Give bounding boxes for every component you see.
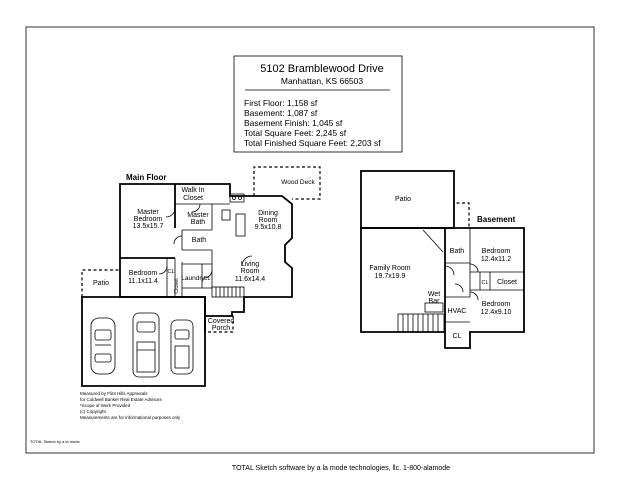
title-box [233, 55, 403, 153]
door-swing [203, 269, 213, 279]
laundry-label: Laundry [181, 275, 205, 282]
master-bedroom-label: Master [137, 209, 159, 216]
stat-basement-finish: Basement Finish: 1,045 sf [244, 118, 343, 128]
hvac-label: HVAC [448, 308, 467, 315]
basement-stairs [397, 313, 445, 333]
bedroom-dims: 11.1x11.4 [128, 278, 158, 285]
note-line: Measured by Flint Hills Appraisals [80, 391, 148, 396]
note-line: *Scope of Work Provided [80, 403, 131, 408]
dining-room-label: Dining [258, 210, 278, 217]
stat-total-finished-sf: Total Finished Square Feet: 2,203 sf [244, 138, 381, 148]
door-swing [444, 265, 455, 276]
covered-porch-label: Porch [212, 325, 230, 332]
wood-deck-outline [253, 166, 321, 200]
basement-outline [360, 227, 525, 349]
small-credit: TOTAL Sketch by a la mode [30, 439, 81, 444]
door-swing [191, 203, 201, 213]
closet-label: Closet [174, 278, 180, 294]
door-swing [469, 263, 479, 273]
main-floor-plan: Main Floor Wood Deck [81, 166, 321, 387]
door-swing [158, 265, 168, 275]
master-bedroom-dims: 13.5x15.7 [133, 223, 164, 230]
kitchen-island [235, 213, 246, 237]
living-room-dims: 11.6x14.4 [235, 276, 265, 283]
bedroom1-dims: 12.4x11.2 [481, 256, 511, 263]
note-line: for Coldwell Banker Real Estate Advisors [80, 397, 163, 402]
living-room-label: Room [241, 268, 260, 275]
laundry-cl-label: CL [203, 276, 210, 282]
basement-patio-dashed [453, 202, 470, 228]
stat-basement: Basement: 1,087 sf [244, 108, 318, 118]
master-bath-label: Bath [191, 219, 206, 226]
living-room-label: Living [241, 261, 259, 268]
burner-icon [232, 196, 236, 200]
walk-in-closet-label: Walk In [181, 187, 204, 194]
door-swing [454, 283, 464, 293]
walk-in-closet-label: Closet [183, 195, 203, 202]
basement-closet-label: Closet [497, 279, 517, 286]
family-room-label: Family Room [369, 265, 410, 272]
truck-icon [132, 312, 160, 378]
basement-cl-bottom-label: CL [453, 333, 462, 340]
stair-line [422, 229, 444, 253]
city-text: Manhattan, KS 66503 [281, 76, 364, 86]
dining-room-label: Room [259, 217, 278, 224]
range-icon [229, 193, 245, 203]
dining-room-dims: 9.5x10.8 [255, 224, 282, 231]
address-text: 5102 Bramblewood Drive [260, 63, 384, 75]
family-room-dims: 19.7x19.9 [375, 273, 406, 280]
measurement-notes: Measured by Flint Hills Appraisals for C… [80, 391, 181, 420]
basement-patio-label: Patio [395, 196, 411, 203]
bath-label: Bath [192, 237, 207, 244]
suv-icon [170, 319, 194, 375]
main-patio-outline [81, 269, 120, 297]
car-icon [90, 317, 116, 375]
title-block: 5102 Bramblewood Drive Manhattan, KS 665… [233, 55, 403, 153]
main-stairs [211, 286, 245, 298]
bedroom-label: Bedroom [129, 270, 158, 277]
basement-cl-label: CL [481, 280, 488, 286]
bedroom2-label: Bedroom [482, 301, 511, 308]
garage-outline [81, 296, 206, 387]
master-bath-label: Master [187, 212, 209, 219]
note-line: (c) Copyright [80, 409, 107, 414]
door-swing [241, 255, 253, 267]
wet-bar-label: Wet [428, 291, 440, 298]
basement-heading: Basement [477, 215, 516, 224]
wood-deck-label: Wood Deck [281, 179, 315, 186]
footer-credit: TOTAL Sketch software by a la mode techn… [232, 465, 450, 472]
master-bedroom-label: Bedroom [134, 216, 163, 223]
burner-icon [238, 196, 242, 200]
door-swing [173, 235, 183, 245]
stat-first-floor: First Floor: 1,158 sf [244, 98, 318, 108]
main-patio-label: Patio [93, 280, 109, 287]
wet-bar-label: Bar [429, 298, 441, 305]
fridge-icon [221, 209, 231, 221]
bedroom1-label: Bedroom [482, 248, 511, 255]
wet-bar-counter [424, 302, 444, 313]
basement-plan: Patio Basement [360, 170, 525, 349]
stat-total-sf: Total Square Feet: 2,245 sf [244, 128, 347, 138]
note-line: Measurements are for informational purpo… [80, 415, 181, 420]
door-swing [469, 291, 479, 301]
door-swing [165, 207, 176, 218]
bedroom2-dims: 12.4x9.10 [481, 309, 512, 316]
basement-bath-label: Bath [450, 248, 465, 255]
page-border [25, 26, 595, 454]
main-floor-heading: Main Floor [126, 173, 166, 182]
cl-label: CL [167, 269, 174, 275]
covered-porch-label: Covered [208, 318, 235, 325]
